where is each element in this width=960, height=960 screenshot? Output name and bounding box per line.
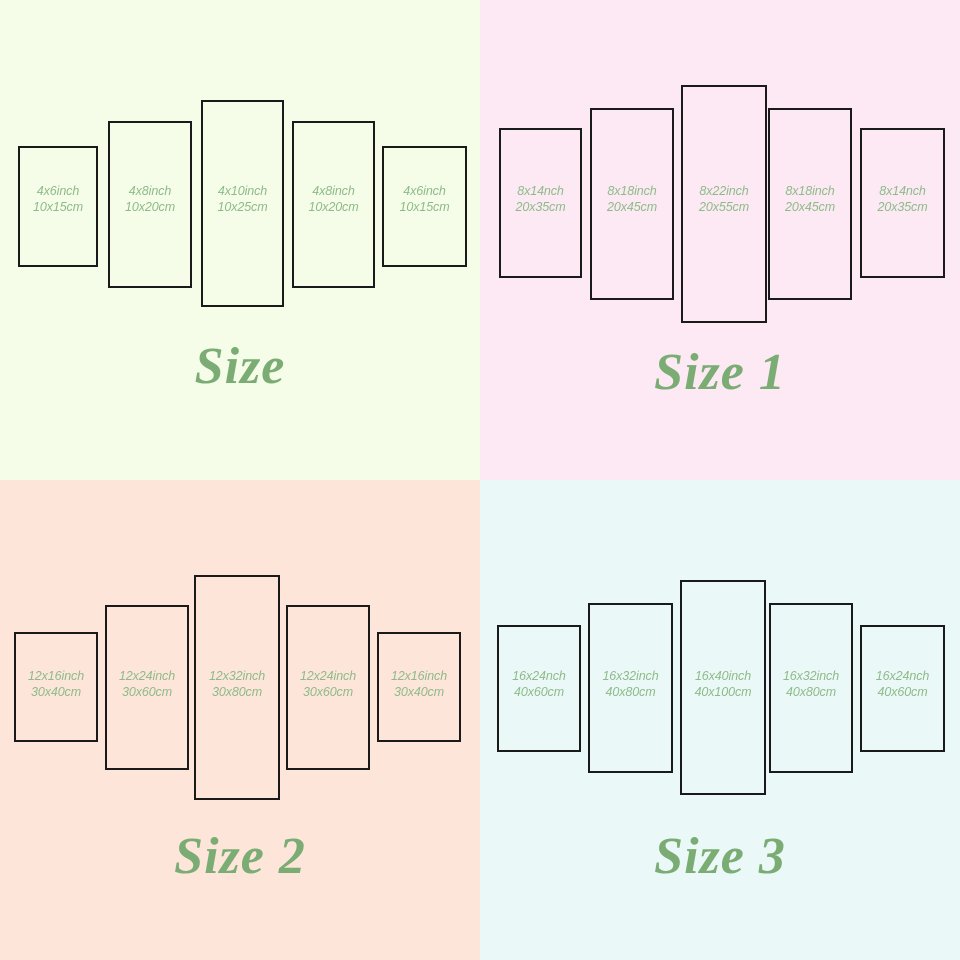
canvas-panel-size-2-4[interactable] (286, 605, 370, 770)
canvas-panel-size-3-1[interactable] (497, 625, 581, 752)
panel-size-centimeters: 40x60cm (877, 684, 928, 699)
panel-size-inches: 4x8inch (128, 184, 172, 198)
panel-size-inches: 16x32inch (782, 669, 840, 683)
panel-size-centimeters: 10x15cm (32, 199, 84, 214)
panel-size-centimeters: 10x25cm (217, 199, 268, 214)
canvas-panel-size-4[interactable] (292, 121, 375, 288)
panel-size-centimeters: 40x80cm (785, 684, 837, 699)
canvas-panel-size-3-3[interactable] (680, 580, 766, 795)
canvas-panel-size-2-3[interactable] (194, 575, 280, 800)
canvas-panel-size-2-5[interactable] (377, 632, 461, 742)
panel-size-inches: 16x40inch (694, 669, 752, 683)
canvas-panel-size-3-4[interactable] (769, 603, 853, 773)
panel-size-centimeters: 20x35cm (877, 199, 928, 214)
canvas-panel-size-2[interactable] (108, 121, 192, 288)
panel-size-inches: 12x16inch (27, 669, 85, 683)
panel-size-centimeters: 10x20cm (124, 199, 176, 214)
canvas-panel-size-1-5[interactable] (860, 128, 945, 278)
panel-size-centimeters: 10x15cm (399, 199, 450, 214)
panel-size-inches: 4x8inch (312, 184, 355, 198)
panel-size-inches: 4x6inch (36, 184, 80, 198)
panel-size-centimeters: 40x80cm (605, 684, 656, 699)
panel-size-inches: 8x18inch (785, 184, 835, 198)
canvas-panel-size-1-3[interactable] (681, 85, 767, 323)
panel-size-centimeters: 20x45cm (606, 199, 658, 214)
quadrant-heading-size-2: Size 2 (174, 828, 306, 885)
canvas-panel-size-3-2[interactable] (588, 603, 673, 773)
panel-size-inches: 8x14nch (879, 184, 926, 198)
panel-size-centimeters: 40x60cm (513, 684, 565, 699)
quadrant-heading-size: Size (194, 338, 286, 395)
quadrant-heading-size-1: Size 1 (654, 344, 786, 401)
panel-size-inches: 12x24inch (299, 669, 357, 683)
panel-size-inches: 16x32inch (602, 669, 659, 683)
panel-size-centimeters: 40x100cm (694, 684, 752, 699)
canvas-panel-size-5[interactable] (382, 146, 467, 267)
canvas-panel-size-3-5[interactable] (860, 625, 945, 752)
panel-size-centimeters: 20x45cm (784, 199, 836, 214)
panel-size-centimeters: 10x20cm (308, 199, 359, 214)
panel-size-inches: 12x32inch (208, 669, 266, 683)
panel-size-inches: 4x10inch (217, 184, 268, 198)
panel-size-centimeters: 30x40cm (393, 684, 445, 699)
panel-size-centimeters: 30x80cm (211, 684, 263, 699)
canvas-panel-size-3[interactable] (201, 100, 284, 307)
panel-size-inches: 12x24inch (118, 669, 176, 683)
canvas-panel-size-1[interactable] (18, 146, 98, 267)
canvas-panel-size-2-2[interactable] (105, 605, 189, 770)
canvas-panel-size-1-1[interactable] (499, 128, 582, 278)
panel-size-inches: 8x14nch (517, 184, 564, 198)
panel-size-inches: 16x24nch (512, 669, 566, 683)
panel-size-centimeters: 20x35cm (515, 199, 566, 214)
canvas-panel-size-1-4[interactable] (768, 108, 852, 300)
canvas-panel-size-1-2[interactable] (590, 108, 674, 300)
panel-size-inches: 8x22inch (699, 184, 749, 198)
panel-size-centimeters: 20x55cm (698, 199, 750, 214)
panel-size-inches: 8x18inch (607, 184, 657, 198)
panel-size-centimeters: 30x60cm (121, 684, 173, 699)
panel-size-centimeters: 30x40cm (30, 684, 82, 699)
canvas-panel-size-2-1[interactable] (14, 632, 98, 742)
panel-size-centimeters: 30x60cm (302, 684, 354, 699)
panel-size-inches: 12x16inch (390, 669, 448, 683)
quadrant-heading-size-3: Size 3 (654, 828, 786, 885)
panel-size-inches: 4x6inch (403, 184, 446, 198)
panel-size-inches: 16x24nch (875, 669, 930, 683)
